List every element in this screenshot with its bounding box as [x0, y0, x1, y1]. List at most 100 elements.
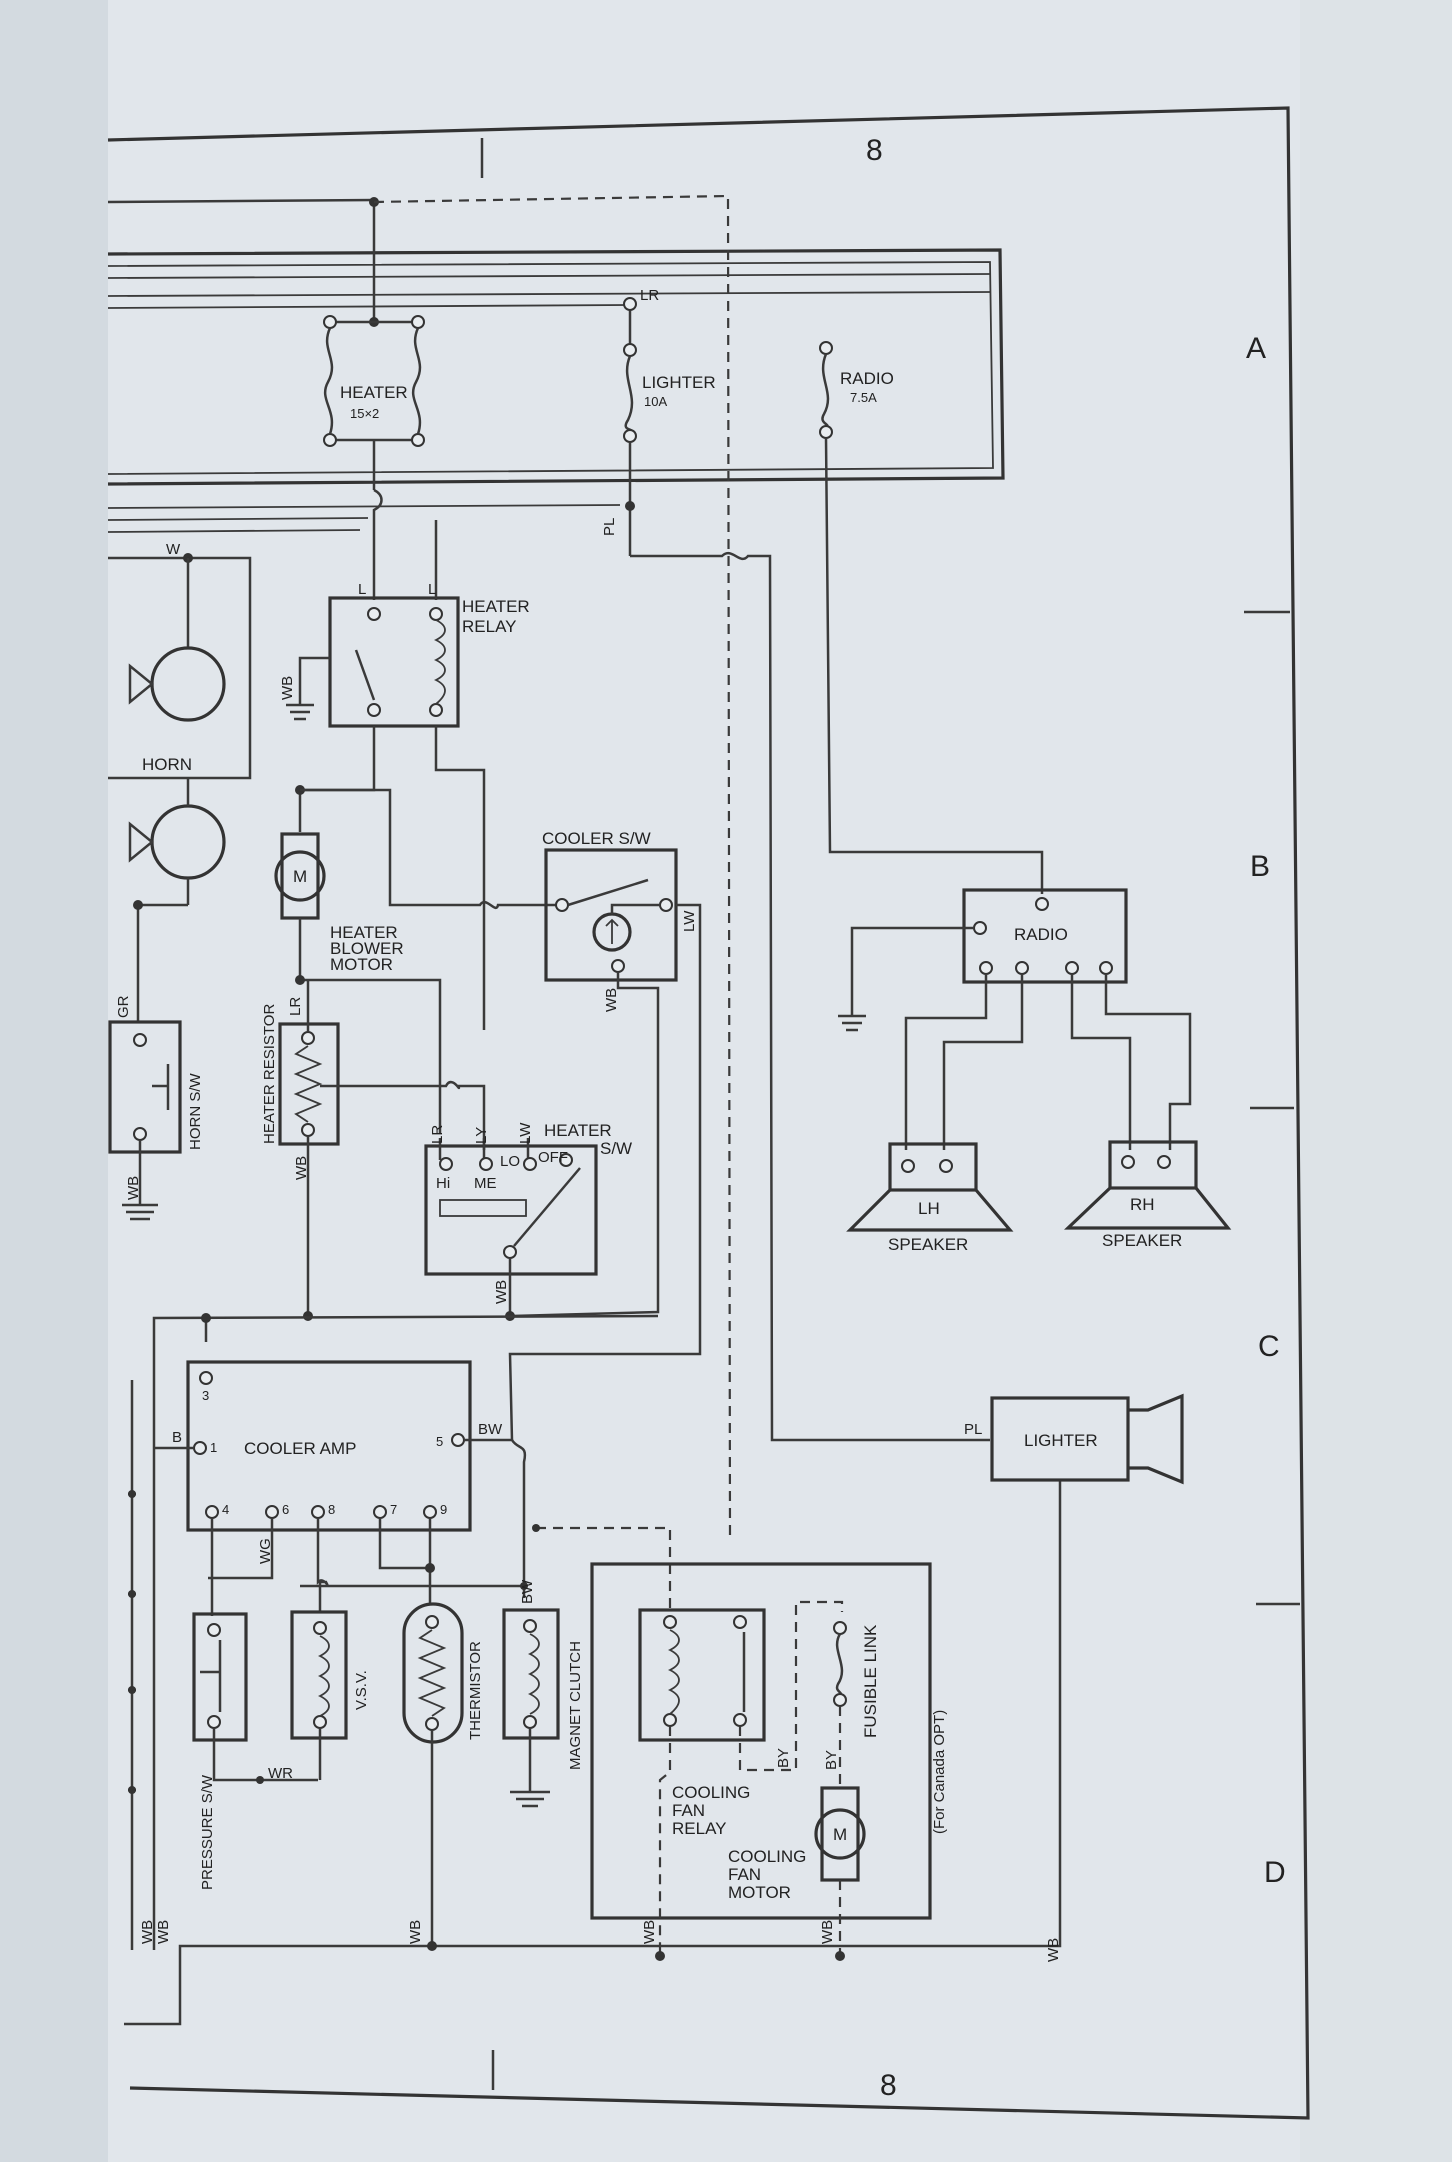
cooler-amp-pin-7: 7 [390, 1502, 397, 1517]
row-label-b: B [1250, 850, 1270, 883]
lh-speaker: LH SPEAKER [846, 1142, 1014, 1254]
rh-speaker: RH SPEAKER [1064, 1140, 1232, 1250]
heater-switch: LR LY LW Hi ME LO OFF HEATER S/W WB [424, 1121, 632, 1321]
heater-sw-pos-off: OFF [538, 1149, 568, 1166]
heater-sw-pos-hi: Hi [436, 1175, 450, 1192]
wire-bw-clutch: BW [519, 1579, 536, 1604]
amp-lower-wiring [208, 1518, 672, 1616]
heater-fuse-rating: 15×2 [350, 406, 379, 421]
sheet-frame [107, 106, 1310, 2120]
vsv: V.S.V. [290, 1610, 370, 1780]
wire-wb-fan-relay: WB [641, 1920, 658, 1944]
canada-note: (For Canada OPT) [931, 1710, 948, 1834]
cooling-fan-motor-symbol: M [833, 1825, 847, 1844]
heater-resistor: HEATER RESISTOR LR WB [261, 980, 486, 1321]
wire-wg-amp: WG [257, 1538, 274, 1564]
heater-relay-label-2: RELAY [462, 617, 517, 636]
heater-sw-pos-me: ME [474, 1175, 497, 1192]
wire-bw-amp: BW [478, 1421, 503, 1438]
cooler-amp-pin-4: 4 [222, 1502, 229, 1517]
wire-wb-left-1: WB [139, 1920, 156, 1944]
fusible-link-label: FUSIBLE LINK [861, 1624, 880, 1738]
cooler-amp-pin-8: 8 [328, 1502, 335, 1517]
vsv-label: V.S.V. [353, 1670, 370, 1710]
wire-wb-heater-sw: WB [493, 1280, 510, 1304]
wire-wb-relay: WB [279, 676, 296, 700]
cooling-fan-box: BY COOLING FAN RELAY BY FUSIBLE LINK M C… [590, 1562, 948, 1961]
pressure-switch: WR PRESSURE S/W [192, 1612, 318, 1890]
wire-pl-lighter-unit: PL [964, 1421, 982, 1438]
cooling-fan-relay-label-2: FAN [672, 1801, 705, 1820]
column-number-top: 8 [866, 134, 883, 167]
cooler-amp: 3 1 B COOLER AMP 5 BW 4 6 8 7 9 WG [154, 1360, 527, 1598]
wire-l-relay-left: L [358, 581, 366, 598]
heater-sw-pos-lo: LO [500, 1153, 520, 1170]
wire-w-horn: W [166, 541, 181, 558]
wire-lw-heater-sw: LW [517, 1122, 534, 1144]
wire-ly-heater-sw: LY [473, 1127, 490, 1144]
fuse-block [107, 198, 1005, 533]
wire-lw-cooler: LW [681, 910, 698, 932]
wire-wb-lighter: WB [1045, 1938, 1062, 1962]
thermistor-label: THERMISTOR [467, 1641, 484, 1740]
wire-wr-pressure: WR [268, 1765, 293, 1782]
radio-fuse-name: RADIO [840, 369, 894, 388]
heater-fuse-name: HEATER [340, 383, 408, 402]
heater-fuse: HEATER 15×2 [323, 197, 425, 600]
wire-lr-resistor: LR [287, 997, 304, 1016]
magnet-clutch: BW MAGNET CLUTCH [502, 1579, 584, 1808]
wire-wb-left-2: WB [155, 1920, 172, 1944]
row-label-a: A [1246, 332, 1266, 365]
thermistor: THERMISTOR WB [402, 1602, 484, 1951]
blower-motor-label-3: MOTOR [330, 955, 393, 974]
wire-gr-horn-sw: GR [115, 995, 132, 1018]
blower-motor-label-2: BLOWER [330, 939, 404, 958]
magnet-clutch-label: MAGNET CLUTCH [567, 1641, 584, 1770]
radio-fuse: RADIO 7.5A [819, 341, 1044, 894]
cooler-amp-label: COOLER AMP [244, 1439, 356, 1458]
cooling-fan-relay-label-3: RELAY [672, 1819, 727, 1838]
wire-by-relay: BY [775, 1748, 792, 1768]
blower-motor-symbol: M [293, 867, 307, 886]
cigarette-lighter: LIGHTER PL [964, 1393, 1184, 1485]
horn-circuit: W HORN GR HORN S/W WB [108, 541, 252, 1221]
heater-switch-label-2: S/W [600, 1139, 632, 1158]
wire-wb-cooler: WB [603, 988, 620, 1012]
row-label-d: D [1264, 1856, 1286, 1889]
horn-label: HORN [142, 755, 192, 774]
cooler-switch-label: COOLER S/W [542, 829, 651, 848]
wire-wb-resistor: WB [293, 1156, 310, 1180]
heater-switch-label-1: HEATER [544, 1121, 612, 1140]
cooling-fan-motor-label-3: MOTOR [728, 1883, 791, 1902]
wire-lr-lighter: LR [640, 287, 659, 304]
radio-fuse-rating: 7.5A [850, 390, 877, 405]
cooling-fan-motor-label-2: FAN [728, 1865, 761, 1884]
speaker-lh-label: LH [918, 1199, 940, 1218]
cooling-fan-relay-label-1: COOLING [672, 1783, 750, 1802]
lighter-fuse-name: LIGHTER [642, 373, 716, 392]
cooler-amp-pin-5: 5 [436, 1434, 443, 1449]
heater-resistor-label: HEATER RESISTOR [261, 1004, 278, 1144]
cooler-amp-pin-6: 6 [282, 1502, 289, 1517]
lighter-fuse: LR LIGHTER 10A PL [601, 287, 990, 1442]
blower-motor-label-1: HEATER [330, 923, 398, 942]
wire-wb-fan-motor: WB [819, 1920, 836, 1944]
cooling-fan-motor-label-1: COOLING [728, 1847, 806, 1866]
wire-pl-lighter: PL [601, 518, 618, 536]
horn-switch-label: HORN S/W [187, 1072, 204, 1150]
speaker-lh-caption: SPEAKER [888, 1235, 968, 1254]
wire-lr-heater-sw: LR [429, 1125, 446, 1144]
wire-by-motor: BY [823, 1750, 840, 1770]
cooler-switch: COOLER S/W LW WB [508, 829, 702, 1441]
radio-label: RADIO [1014, 925, 1068, 944]
lighter-label: LIGHTER [1024, 1431, 1098, 1450]
heater-blower-motor: M HEATER BLOWER MOTOR [274, 726, 556, 1134]
speaker-rh-label: RH [1130, 1195, 1155, 1214]
dashed-cooling-feed [373, 194, 732, 1541]
speaker-rh-caption: SPEAKER [1102, 1231, 1182, 1250]
wire-wb-horn-sw: WB [125, 1176, 142, 1200]
wire-l-relay-right: L [428, 581, 436, 598]
